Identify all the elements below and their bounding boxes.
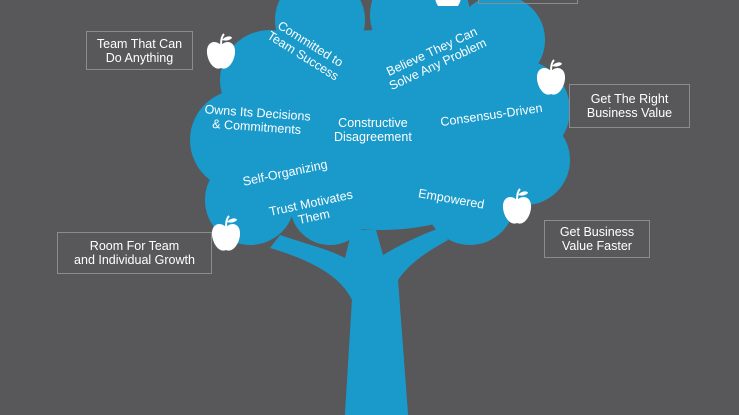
callout-right-value: Get The Right Business Value: [569, 84, 690, 128]
apple-icon: [211, 215, 241, 251]
tree-canopy: [190, 0, 570, 245]
apple-icon: [536, 59, 566, 95]
callout-value-faster: Get Business Value Faster: [544, 220, 650, 258]
apple-icon: [502, 188, 532, 224]
apple-icon: [435, 0, 461, 6]
label-constructive: Constructive Disagreement: [334, 116, 412, 144]
apple-icon: [206, 33, 236, 69]
callout-box-partial: [478, 0, 578, 4]
callout-team-anything: Team That Can Do Anything: [86, 31, 193, 70]
callout-room-growth: Room For Team and Individual Growth: [57, 232, 212, 274]
